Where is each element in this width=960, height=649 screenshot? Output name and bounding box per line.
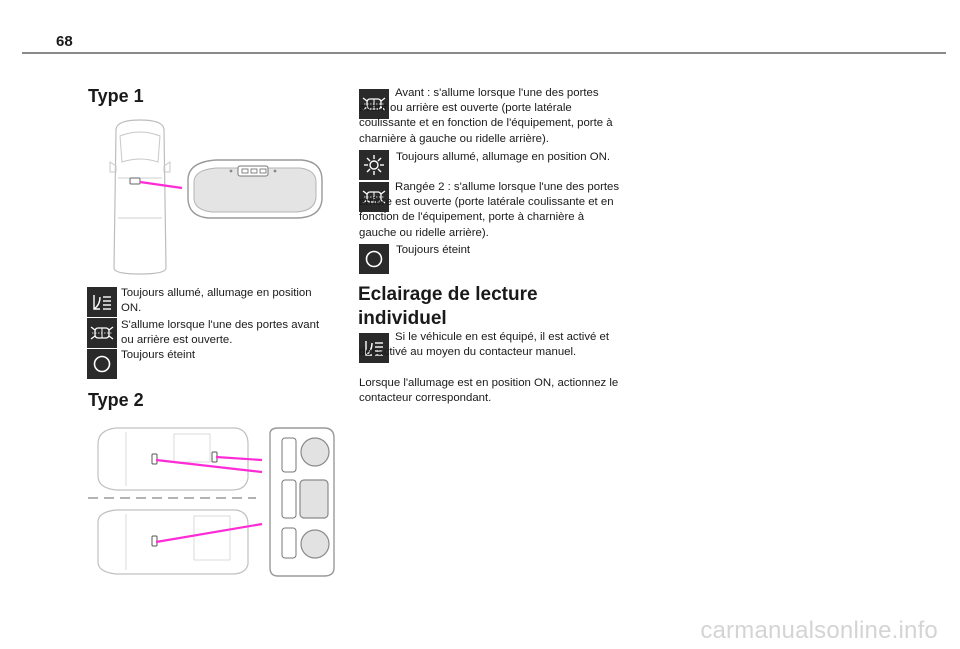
circle-off-icon (87, 349, 117, 379)
type1-illustration (109, 119, 323, 275)
page-number: 68 (56, 33, 73, 50)
type2-title: Type 2 (88, 390, 144, 410)
type2-item-text: Rangée 2 : s'allume lorsque l'une des po… (359, 181, 620, 239)
reading-light-instruction: Lorsque l'allumage est en position ON, a… (359, 377, 619, 405)
type1-title: Type 1 (88, 86, 144, 106)
car-doors-icon (359, 182, 389, 212)
type2-item-text: Toujours allumé, allumage en position ON… (396, 151, 611, 163)
door-lamp-icon (87, 287, 117, 317)
car-doors-icon (87, 318, 117, 348)
type1-item-text: Toujours éteint (121, 349, 196, 361)
sun-icon (359, 150, 389, 180)
type2-item-text: Toujours éteint (396, 244, 471, 256)
watermark: carmanualsonline.info (700, 617, 938, 644)
header-rule (22, 52, 946, 54)
type2-item-text: Avant : s'allume lorsque l'une des porte… (359, 87, 613, 145)
type1-item-text: Toujours allumé, allumage en position ON… (121, 287, 312, 315)
circle-off-icon (359, 244, 389, 274)
reading-light-title: Eclairage de lecture individuel (358, 284, 538, 329)
type1-item-text: S'allume lorsque l'une des portes avant … (121, 319, 320, 347)
reading-light-text: Si le véhicule en est équipé, il est act… (359, 331, 610, 359)
car-doors-icon (359, 89, 389, 119)
door-lamp-icon (359, 333, 389, 363)
type2-illustration (88, 427, 335, 577)
